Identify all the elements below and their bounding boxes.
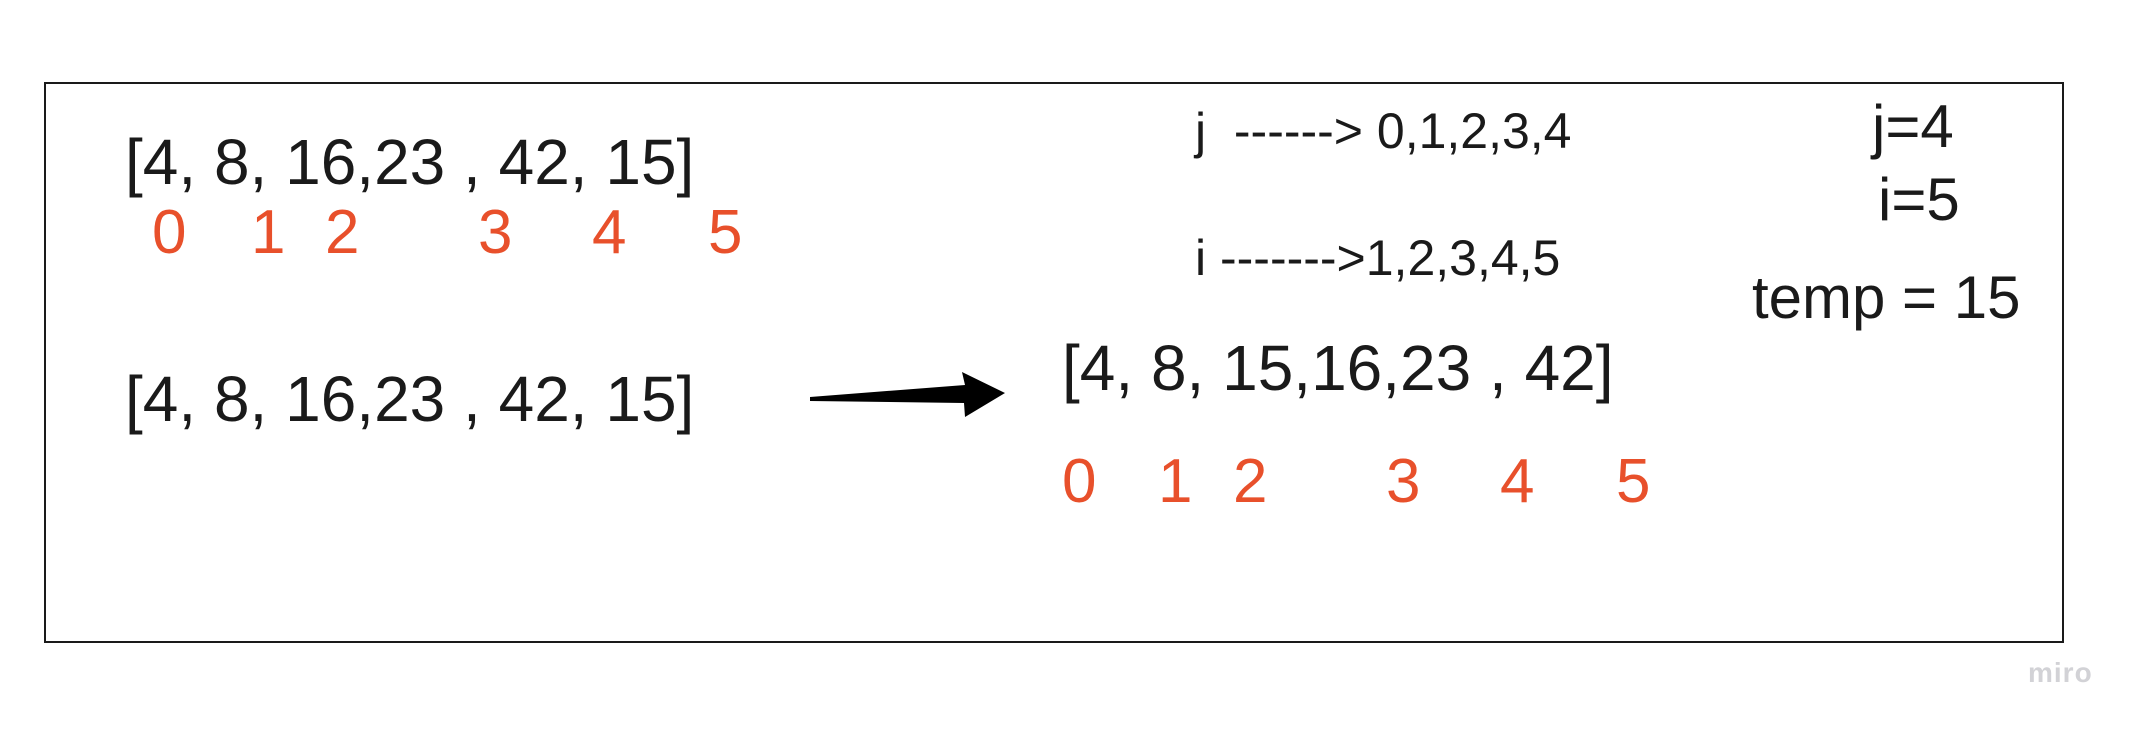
original-array-bottom: [4, 8, 16,23 , 42, 15] — [125, 363, 695, 435]
original-array-top: [4, 8, 16,23 , 42, 15] — [125, 126, 695, 198]
index-label: 3 — [478, 198, 513, 267]
i-loop-range: i ------->1,2,3,4,5 — [1195, 230, 1561, 286]
index-label: 1 — [251, 198, 286, 267]
arrow-right-icon — [810, 372, 1005, 417]
index-label: 4 — [1500, 447, 1535, 516]
temp-value: temp = 15 — [1752, 264, 2021, 331]
miro-watermark: miro — [2028, 657, 2093, 688]
index-label: 0 — [152, 198, 187, 267]
index-label: 2 — [1233, 447, 1268, 516]
index-label: 4 — [592, 198, 627, 267]
j-loop-range: j ------> 0,1,2,3,4 — [1195, 103, 1572, 159]
index-label: 1 — [1158, 447, 1193, 516]
j-value: j=4 — [1872, 93, 1954, 160]
i-value: i=5 — [1878, 166, 1960, 233]
index-label: 5 — [708, 198, 743, 267]
index-label: 5 — [1616, 447, 1651, 516]
diagram-frame — [44, 82, 2064, 643]
index-label: 2 — [325, 198, 360, 267]
index-label: 3 — [1386, 447, 1421, 516]
index-label: 0 — [1062, 447, 1097, 516]
sorted-array: [4, 8, 15,16,23 , 42] — [1062, 332, 1614, 404]
